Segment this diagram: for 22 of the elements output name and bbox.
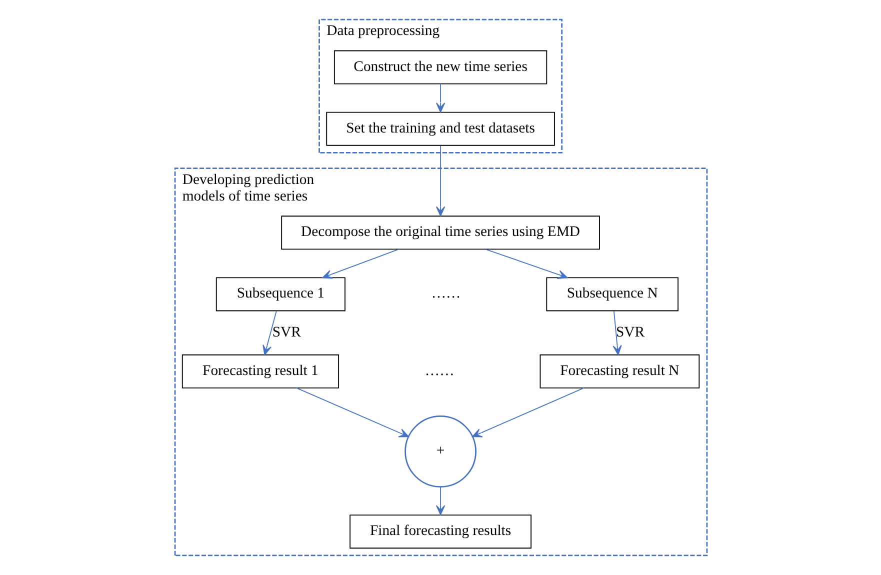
node-box: Construct the new time series: [333, 50, 547, 84]
arrow: [435, 486, 445, 516]
node-box: Forecasting result 1: [181, 354, 339, 388]
arrow: [435, 145, 445, 216]
node-box: Set the training and test datasets: [326, 112, 554, 146]
label: ……: [424, 362, 454, 379]
label: ……: [430, 286, 460, 302]
node-box: Subsequence N: [546, 277, 678, 312]
edge-label: SVR: [615, 324, 644, 340]
arrow: [262, 310, 276, 356]
edge-label: SVR: [272, 324, 300, 340]
arrow: [471, 388, 584, 438]
arrow: [435, 83, 445, 113]
arrow: [612, 310, 622, 356]
arrow: [484, 248, 568, 279]
node-circle: +: [404, 416, 476, 488]
node-box: Subsequence 1: [215, 277, 345, 312]
arrow: [296, 388, 408, 438]
arrow: [322, 248, 398, 279]
node-box: Final forecasting results: [349, 514, 531, 549]
node-box: Decompose the original time series using EMD: [280, 216, 600, 250]
node-box: Forecasting result N: [539, 354, 700, 388]
